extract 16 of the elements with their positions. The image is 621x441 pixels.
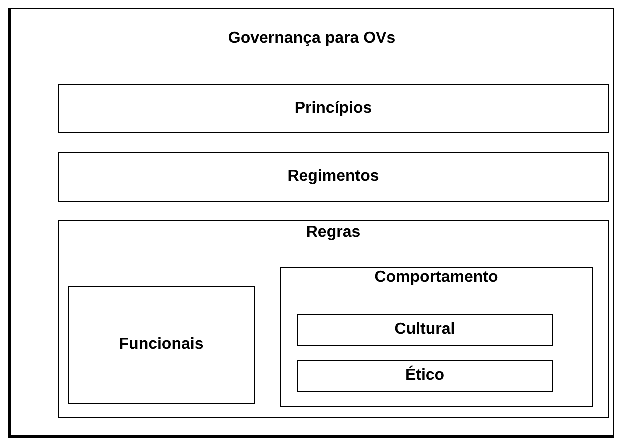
- box-label: Ético: [404, 367, 446, 385]
- process-box: [297, 360, 553, 392]
- heading: Comportamento: [374, 269, 500, 287]
- process-box: [68, 286, 255, 404]
- heading: Governança para OVs: [227, 30, 397, 48]
- heading: Regras: [305, 224, 362, 242]
- box-label: Princípios: [294, 100, 374, 118]
- process-box: [58, 84, 609, 133]
- process-box: [58, 152, 609, 202]
- box-label: Funcionais: [118, 336, 205, 354]
- box-label: Regimentos: [286, 168, 380, 186]
- process-box: [297, 314, 553, 346]
- group-box: [280, 267, 593, 407]
- frame-panel: [8, 8, 614, 438]
- box-label: Cultural: [394, 321, 456, 339]
- group-box: [58, 220, 609, 418]
